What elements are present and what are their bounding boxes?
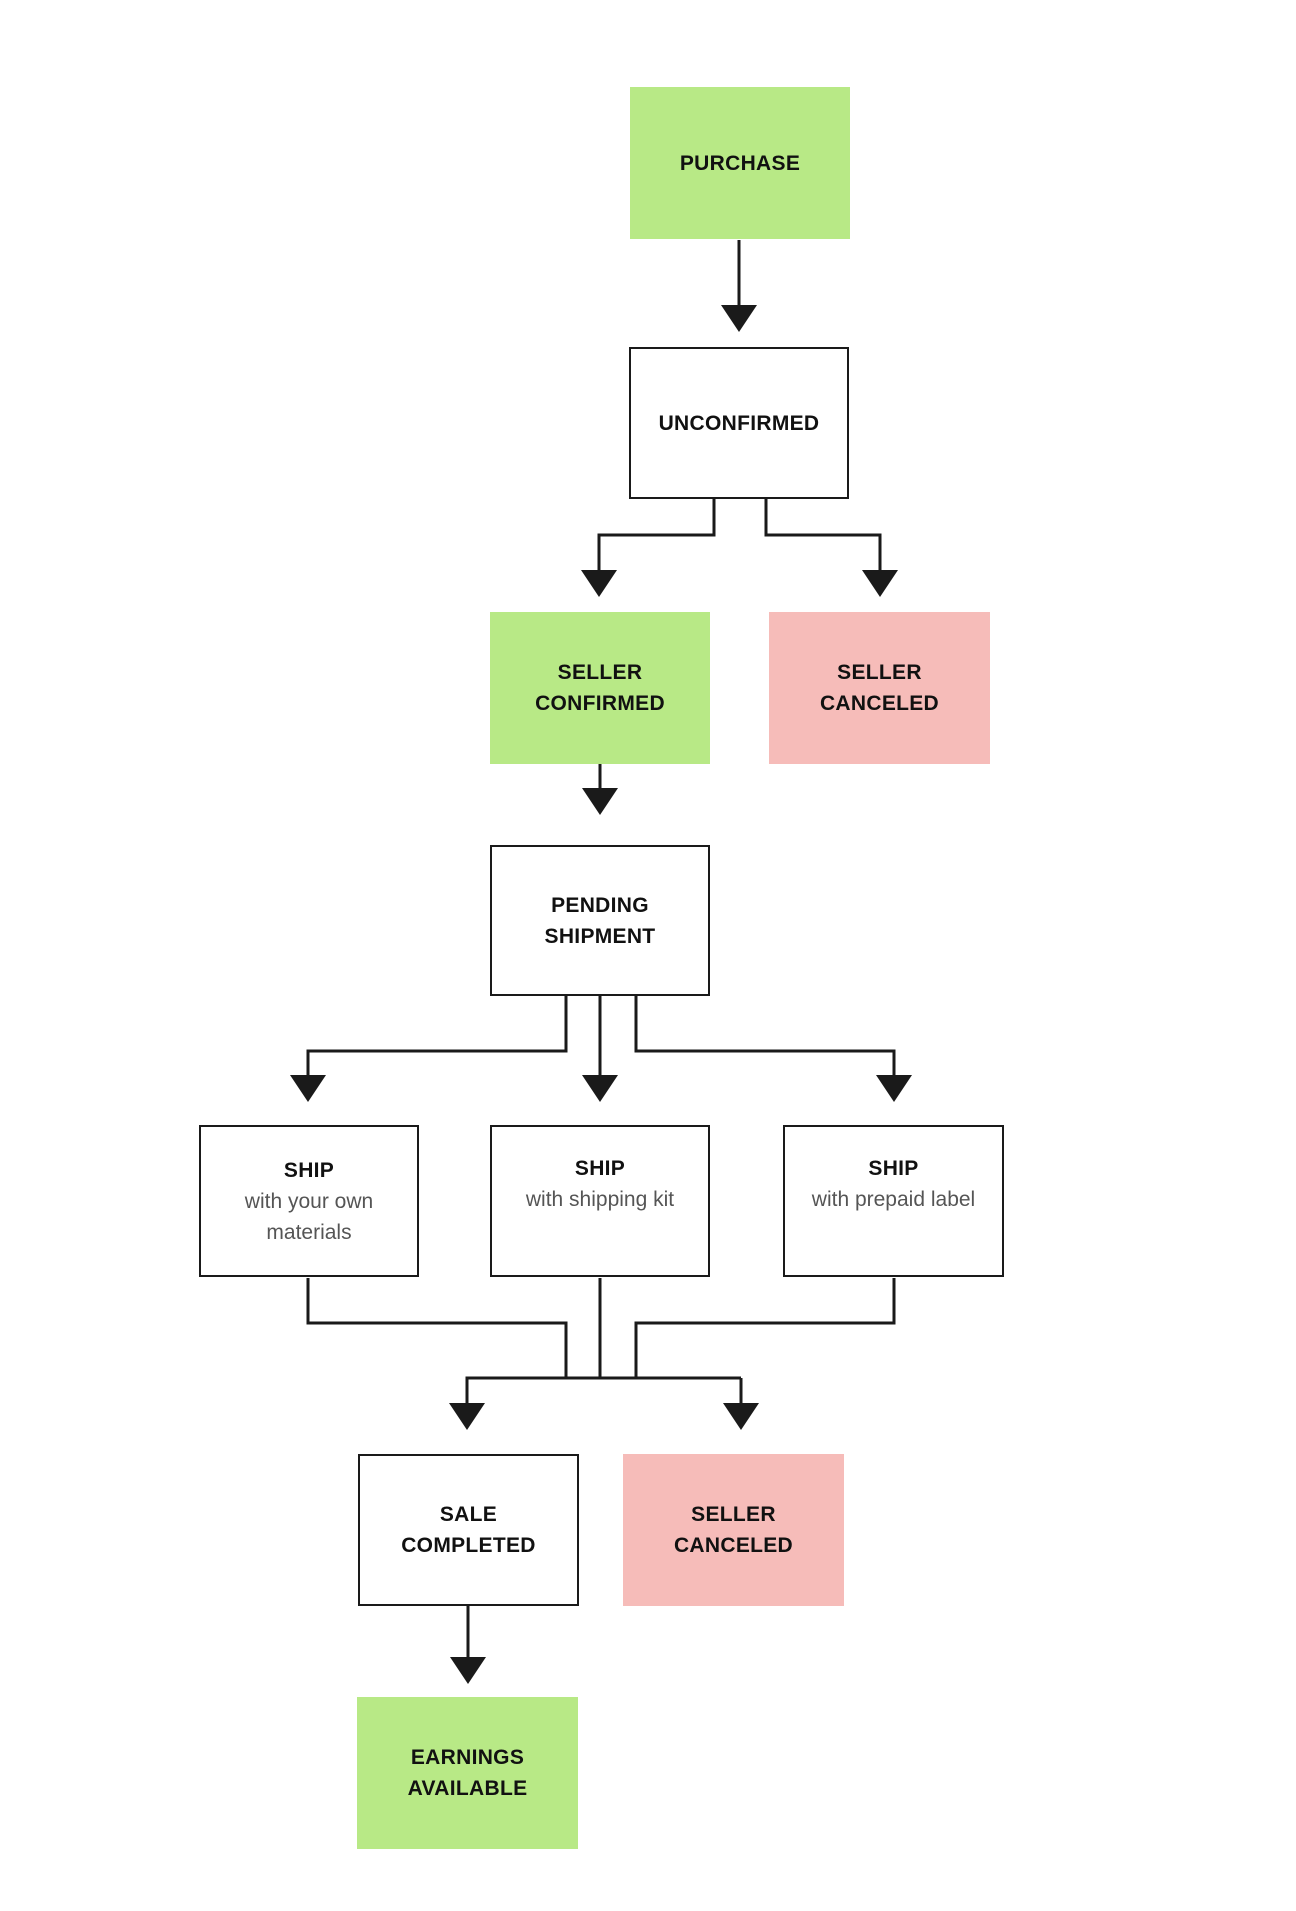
- node-seller-canceled-top: SELLER CANCELED: [769, 612, 990, 764]
- arrowhead-ship-own: [290, 1075, 326, 1102]
- node-ship-own-title: SHIP: [283, 1158, 335, 1182]
- arrowhead-sale-completed: [449, 1403, 485, 1430]
- node-seller-canceled-top-title: SELLER CANCELED: [819, 661, 940, 715]
- edge-ship-prepaid-to-merge: [634, 1278, 896, 1378]
- arrowhead-seller-canceled-bottom: [723, 1403, 759, 1430]
- arrowhead-unconfirmed: [721, 305, 757, 332]
- edge-merge-to-sale-completed: [465, 1376, 741, 1408]
- node-seller-confirmed: SELLER CONFIRMED: [490, 612, 710, 764]
- edge-ship-own-to-merge: [306, 1278, 568, 1378]
- node-ship-prepaid-label: SHIP with prepaid label: [783, 1125, 1004, 1277]
- arrowhead-seller-canceled-top: [862, 570, 898, 597]
- arrowhead-pending-shipment: [582, 788, 618, 815]
- node-pending-shipment-title: PENDING SHIPMENT: [544, 893, 656, 948]
- node-purchase: PURCHASE: [630, 87, 850, 239]
- edge-unconfirmed-to-seller-canceled: [764, 499, 882, 575]
- node-ship-kit-title: SHIP: [574, 1157, 626, 1180]
- node-earnings-available: EARNINGS AVAILABLE: [357, 1697, 578, 1849]
- edge-pending-to-ship-own: [306, 996, 568, 1080]
- node-purchase-title: PURCHASE: [679, 151, 801, 175]
- node-earnings-available-title: EARNINGS AVAILABLE: [407, 1746, 528, 1800]
- node-sale-completed-title: SALE COMPLETED: [401, 1503, 536, 1557]
- node-unconfirmed-title: UNCONFIRMED: [658, 411, 820, 435]
- node-sale-completed: SALE COMPLETED: [358, 1454, 579, 1606]
- edge-unconfirmed-to-seller-confirmed: [597, 499, 716, 575]
- arrowhead-seller-confirmed: [581, 570, 617, 597]
- node-unconfirmed: UNCONFIRMED: [629, 347, 849, 499]
- node-ship-shipping-kit: SHIP with shipping kit: [490, 1125, 710, 1277]
- node-ship-own-subtitle: with your own materials: [244, 1189, 374, 1244]
- node-seller-confirmed-title: SELLER CONFIRMED: [535, 661, 665, 715]
- node-ship-prepaid-title: SHIP: [868, 1157, 919, 1180]
- node-pending-shipment: PENDING SHIPMENT: [490, 845, 710, 996]
- arrowhead-ship-kit: [582, 1075, 618, 1102]
- node-seller-canceled-bottom-title: SELLER CANCELED: [673, 1503, 794, 1557]
- arrowhead-ship-prepaid: [876, 1075, 912, 1102]
- node-ship-kit-subtitle: with shipping kit: [525, 1188, 675, 1211]
- node-ship-own-materials: SHIP with your own materials: [199, 1125, 419, 1277]
- arrowhead-earnings-available: [450, 1657, 486, 1684]
- edge-pending-to-ship-prepaid: [634, 996, 896, 1080]
- node-ship-prepaid-subtitle: with prepaid label: [811, 1188, 976, 1211]
- node-seller-canceled-bottom: SELLER CANCELED: [623, 1454, 844, 1606]
